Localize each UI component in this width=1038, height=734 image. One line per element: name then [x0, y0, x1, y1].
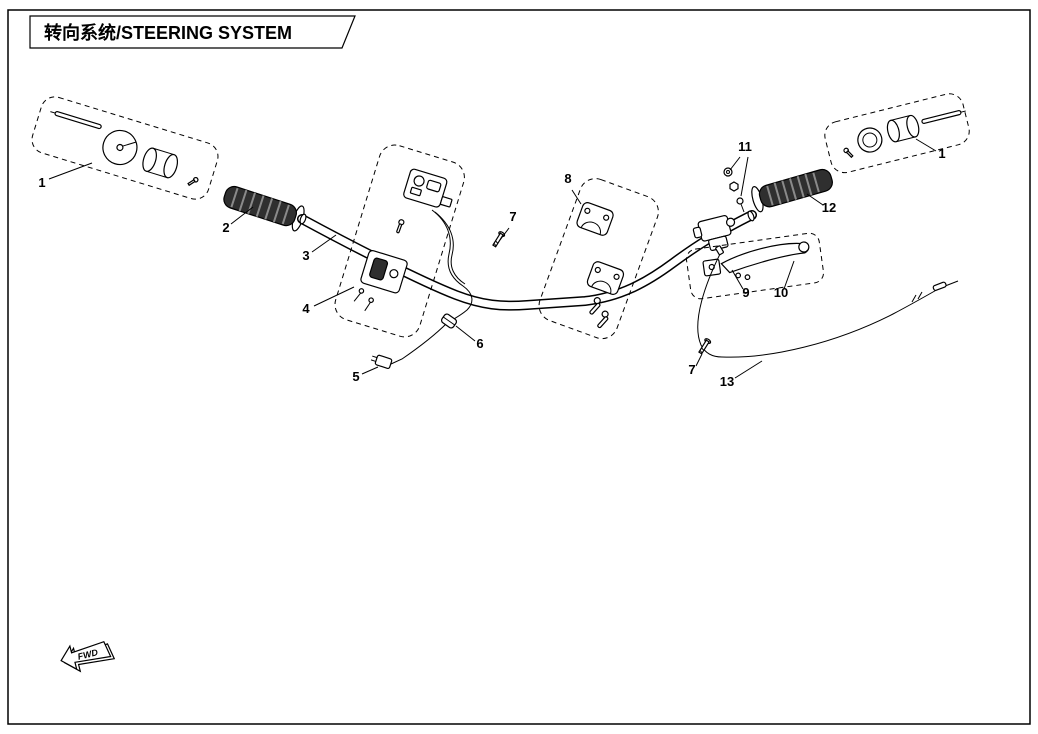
callout-8: 8: [564, 171, 571, 186]
bar-clamp-lower: [586, 261, 625, 295]
switch-box-4: [334, 144, 465, 338]
hex-nut: [729, 181, 739, 192]
wire-harness: [390, 209, 473, 365]
fwd-arrow: FWD: [60, 640, 116, 673]
leader-line-13: [734, 360, 763, 379]
bar-clamp-upper: [576, 202, 614, 236]
small-screw-right: [843, 147, 854, 159]
leader-line-9: [731, 269, 744, 290]
leader-line-5: [361, 366, 379, 375]
cable-clamp-6: [440, 313, 458, 329]
fasteners-11: [723, 167, 745, 213]
page-border: [7, 9, 1031, 725]
end-ring-inner: [862, 132, 878, 148]
lever-box-9-10: [685, 232, 825, 300]
callout-6: 6: [476, 336, 483, 351]
part1-right-dashed-box: [824, 93, 970, 174]
leader-line-8: [571, 189, 582, 205]
switch-screws: [353, 288, 374, 312]
callout-10: 10: [774, 285, 788, 300]
leader-line-1: [915, 138, 937, 152]
callout-11: 11: [738, 139, 752, 154]
grip-left: [223, 185, 305, 232]
leader-line-6: [455, 325, 476, 342]
end-ring: [857, 127, 883, 153]
part1-left-dashed-box: [31, 96, 219, 200]
leader-line-2: [230, 206, 254, 225]
leader-line-11: [729, 156, 741, 171]
title-box: 转向系统/STEERING SYSTEM: [29, 15, 356, 49]
throttle-cable-13: [697, 245, 959, 358]
callout-12: 12: [822, 200, 836, 215]
clamp-box-dashed: [538, 178, 659, 340]
brake-lever: [720, 242, 809, 274]
fwd-arrow-body: [60, 640, 112, 671]
bolt-7-right: [698, 338, 712, 355]
grip-right-ribs: [766, 172, 820, 206]
callout-1: 1: [38, 175, 45, 190]
bar-end-weight-right: [886, 114, 920, 143]
leader-line-10: [783, 260, 795, 290]
bar-end-weight: [142, 147, 179, 179]
callout-7: 7: [688, 362, 695, 377]
leader-line-4: [313, 286, 355, 307]
switch-box-dashed: [334, 144, 465, 338]
bar-bolt: [396, 219, 405, 234]
rod-pin-right: [921, 110, 966, 124]
clamp-box-8: [538, 178, 659, 340]
connector-5: [370, 354, 393, 369]
callout-5: 5: [352, 369, 359, 384]
callout-13: 13: [720, 374, 734, 389]
fwd-label: FWD: [77, 647, 100, 662]
clamp-bolts: [589, 297, 609, 329]
grip-right-12: [751, 168, 833, 213]
callout-1: 1: [938, 146, 945, 161]
leader-line-12: [806, 193, 824, 206]
leader-line-11: [740, 156, 749, 197]
lever-box-dashed: [685, 232, 825, 300]
throttle-housing: [692, 215, 736, 252]
end-cap-disc: [102, 129, 138, 166]
bolt-7-mid: [492, 231, 506, 248]
part1-left-group: [31, 96, 219, 200]
callout-7: 7: [509, 209, 516, 224]
callout-4: 4: [302, 301, 310, 316]
page-title: 转向系统/STEERING SYSTEM: [44, 22, 292, 43]
leader-line-7: [499, 227, 510, 241]
switch-lower: [360, 250, 408, 294]
leader-line-7: [695, 353, 703, 367]
part1-right-group: [824, 93, 970, 174]
rod-pin: [50, 111, 102, 130]
leader-line-1: [48, 162, 93, 180]
callout-3: 3: [302, 248, 309, 263]
leader-line-3: [311, 234, 337, 253]
small-screw: [187, 176, 199, 187]
callout-9: 9: [742, 285, 749, 300]
title-box-frame: [29, 15, 356, 49]
callout-2: 2: [222, 220, 229, 235]
lever-ball-end: [798, 241, 810, 253]
switch-upper: [403, 168, 453, 208]
